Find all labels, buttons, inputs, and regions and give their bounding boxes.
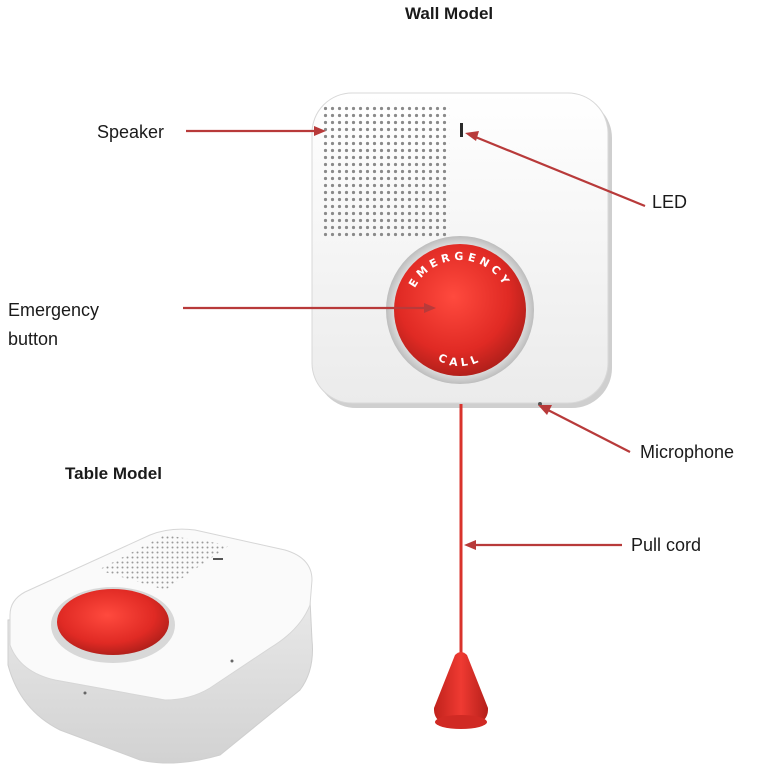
led-label: LED bbox=[652, 192, 688, 212]
microphone-arrowhead bbox=[538, 405, 552, 415]
table-speaker-grille bbox=[98, 535, 230, 590]
led-arrowhead bbox=[465, 131, 479, 141]
table-microphone-hole bbox=[230, 659, 234, 663]
emergency-label-line2: button bbox=[8, 329, 59, 349]
wall-model-title: Wall Model bbox=[405, 4, 494, 23]
wall-model: EMERGENCY CALL bbox=[311, 92, 612, 729]
emergency-button-label: Emergency button bbox=[8, 296, 99, 354]
table-emergency-button bbox=[57, 589, 169, 655]
speaker-arrowhead bbox=[314, 126, 326, 136]
pull-cord-label: Pull cord bbox=[631, 535, 702, 555]
pull-cord-weight-base bbox=[435, 715, 487, 729]
speaker-grille bbox=[322, 106, 450, 238]
table-model-title: Table Model bbox=[65, 464, 162, 483]
pull-cord-arrowhead bbox=[464, 540, 476, 550]
led-indicator bbox=[460, 123, 463, 137]
callout-arrows bbox=[183, 126, 646, 550]
emergency-arrowhead bbox=[424, 303, 436, 313]
pull-cord-weight bbox=[433, 652, 489, 728]
table-side-hole bbox=[83, 691, 87, 695]
table-led-indicator bbox=[213, 558, 223, 560]
led-arrow bbox=[472, 134, 646, 208]
table-model bbox=[7, 528, 313, 764]
microphone-label: Microphone bbox=[640, 442, 735, 462]
emergency-label-line1: Emergency bbox=[8, 300, 100, 320]
microphone-arrow bbox=[545, 408, 631, 453]
speaker-label: Speaker bbox=[97, 122, 165, 142]
emergency-button bbox=[394, 244, 526, 376]
button-text-bottom: CALL bbox=[436, 351, 483, 369]
